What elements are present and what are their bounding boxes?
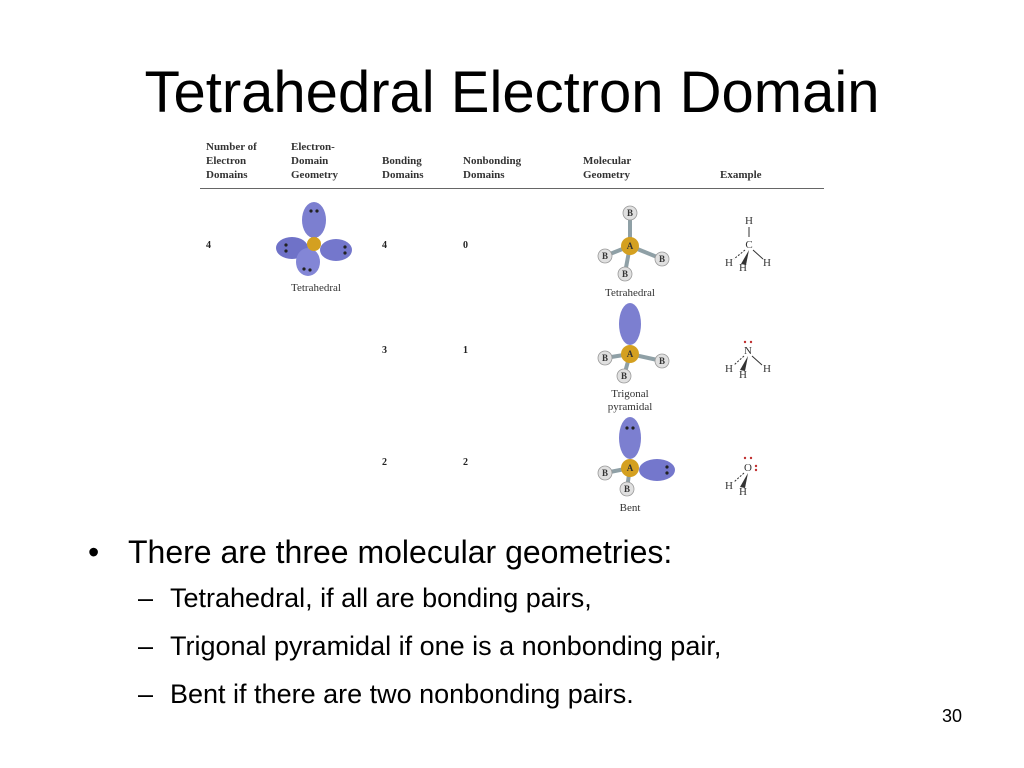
- example-atom-h: H: [739, 369, 747, 381]
- caption-molecular-geometry-row-1: Tetrahedral: [605, 287, 655, 299]
- example-atom-c: C: [745, 239, 752, 251]
- header-bonding-domains: Bonding Domains: [382, 155, 424, 181]
- atom-label-b: B: [659, 356, 665, 366]
- header-example: Example: [720, 169, 762, 181]
- cell-bonding-row-1: 4: [382, 240, 387, 251]
- atom-label-a: A: [627, 463, 634, 473]
- vsepr-table: Number of Electron Domains Electron- Dom…: [200, 136, 830, 526]
- caption-electron-domain-geometry: Tetrahedral: [291, 282, 341, 294]
- sub-bullet-trigonal-pyramidal: Trigonal pyramidal if one is a nonbondin…: [88, 622, 968, 670]
- example-atom-n: N: [744, 345, 752, 357]
- example-atom-h: H: [739, 262, 747, 274]
- caption-molecular-geometry-row-2: Trigonal pyramidal: [607, 388, 653, 413]
- bent-molecule-figure: B B A: [597, 417, 675, 497]
- atom-label-a: A: [627, 241, 634, 251]
- atom-label-b: B: [624, 484, 630, 494]
- tetrahedral-molecule-figure: B B B B A: [597, 205, 670, 282]
- atom-label-b: B: [659, 254, 665, 264]
- sub-bullet-bent: Bent if there are two nonbonding pairs.: [88, 670, 968, 718]
- cell-bonding-row-2: 3: [382, 345, 387, 356]
- atom-label-b: B: [602, 353, 608, 363]
- table-header-rule: [200, 188, 824, 189]
- header-number-of-domains: Number of Electron Domains: [206, 141, 257, 181]
- trigonal-pyramidal-molecule-figure: B B B A: [597, 303, 670, 384]
- tetrahedral-electron-domain-figure: [276, 202, 352, 276]
- atom-label-a: A: [627, 349, 634, 359]
- atom-label-b: B: [602, 251, 608, 261]
- atom-label-b: B: [621, 371, 627, 381]
- example-atom-h: H: [725, 480, 733, 492]
- atom-label-b: B: [627, 208, 633, 218]
- cell-nonbonding-row-2: 1: [463, 345, 468, 356]
- cell-nonbonding-row-3: 2: [463, 457, 468, 468]
- example-atom-h: H: [763, 363, 771, 375]
- cell-bonding-row-3: 2: [382, 457, 387, 468]
- example-atom-h: H: [745, 215, 753, 227]
- sub-bullet-tetrahedral: Tetrahedral, if all are bonding pairs,: [88, 574, 968, 622]
- page-number: 30: [941, 706, 962, 726]
- example-atom-h: H: [763, 257, 771, 269]
- ammonia-structure: N H H H: [725, 340, 771, 381]
- example-atom-h: H: [739, 486, 747, 498]
- atom-label-b: B: [602, 468, 608, 478]
- water-structure: O H H: [725, 456, 758, 498]
- cell-nonbonding-row-1: 0: [463, 240, 468, 251]
- example-atom-h: H: [725, 363, 733, 375]
- header-molecular-geometry: Molecular Geometry: [583, 155, 632, 181]
- caption-molecular-geometry-row-3: Bent: [619, 502, 641, 514]
- atom-label-b: B: [622, 269, 628, 279]
- header-electron-domain-geometry: Electron- Domain Geometry: [291, 141, 339, 181]
- example-atom-h: H: [725, 257, 733, 269]
- slide-title: Tetrahedral Electron Domain: [144, 60, 880, 125]
- bullet-main: There are three molecular geometries:: [88, 530, 968, 574]
- methane-structure: H C H H H: [725, 215, 771, 274]
- cell-electron-domains: 4: [206, 240, 211, 251]
- bullet-list: There are three molecular geometries: Te…: [88, 530, 968, 718]
- example-atom-o: O: [744, 462, 752, 474]
- header-nonbonding-domains: Nonbonding Domains: [463, 155, 522, 181]
